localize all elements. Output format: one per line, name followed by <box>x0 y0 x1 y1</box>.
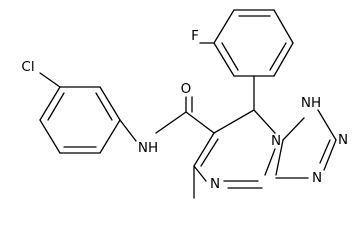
chlorophenyl-ring <box>39 72 121 154</box>
ring-n-junction-label: N <box>271 133 281 149</box>
oxygen-label: O <box>181 81 192 97</box>
amide-nh-label: NH <box>138 140 158 156</box>
ring-n-right-b-label: N <box>312 170 322 186</box>
fluorophenyl-ring <box>199 9 294 111</box>
chemical-structure-diagram: F O Cl NH N N N N NH <box>21 9 348 199</box>
ring-n-bottom-label: N <box>210 176 220 192</box>
chlorine-label: Cl <box>21 59 34 75</box>
pyrimidine-ring <box>193 109 276 199</box>
fluorine-label: F <box>191 28 199 44</box>
ring-n-right-a-label: N <box>338 132 348 148</box>
ring-n-top-label: NH <box>301 95 321 111</box>
tetrazole-ring <box>275 109 337 179</box>
amide-group <box>119 96 215 142</box>
